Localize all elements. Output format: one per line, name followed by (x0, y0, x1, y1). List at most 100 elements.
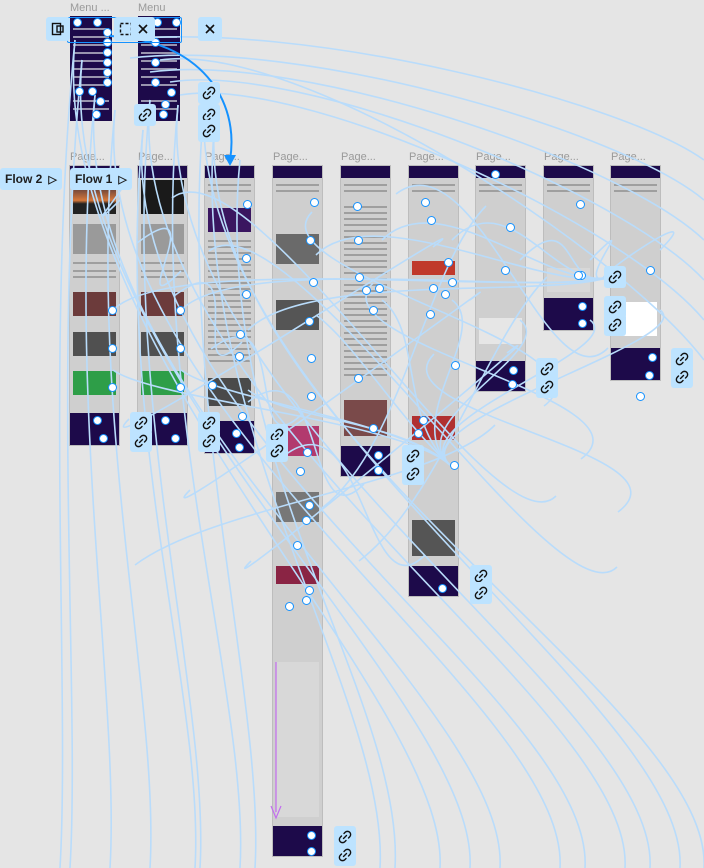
connection-handle[interactable] (375, 284, 384, 293)
link-icon[interactable] (198, 430, 220, 452)
connection-handle[interactable] (355, 273, 364, 282)
connection-handle[interactable] (578, 319, 587, 328)
connection-handle[interactable] (235, 443, 244, 452)
overlay-icon[interactable] (46, 17, 70, 41)
connection-handle[interactable] (238, 412, 247, 421)
connection-handle[interactable] (636, 392, 645, 401)
frame-page-7[interactable] (475, 165, 526, 392)
connection-handle[interactable] (491, 170, 500, 179)
connection-handle[interactable] (444, 258, 453, 267)
connection-handle[interactable] (426, 310, 435, 319)
connection-handle[interactable] (161, 100, 170, 109)
connection-handle[interactable] (236, 330, 245, 339)
connection-handle[interactable] (159, 110, 168, 119)
connection-handle[interactable] (307, 392, 316, 401)
connection-handle[interactable] (293, 541, 302, 550)
connection-handle[interactable] (578, 302, 587, 311)
link-icon[interactable] (402, 445, 424, 467)
connection-handle[interactable] (103, 68, 112, 77)
connection-handle[interactable] (441, 290, 450, 299)
link-icon[interactable] (130, 430, 152, 452)
frame-label-page-5[interactable]: Page... (341, 151, 376, 163)
connection-handle[interactable] (353, 202, 362, 211)
connection-handle[interactable] (310, 198, 319, 207)
frame-label-menu-1[interactable]: Menu ... (70, 2, 110, 14)
connection-handle[interactable] (374, 466, 383, 475)
frame-page-6[interactable] (408, 165, 459, 597)
connection-handle[interactable] (305, 317, 314, 326)
connection-handle[interactable] (93, 416, 102, 425)
connection-handle[interactable] (414, 429, 423, 438)
link-icon[interactable] (198, 412, 220, 434)
connection-handle[interactable] (303, 448, 312, 457)
connection-handle[interactable] (574, 271, 583, 280)
connection-handle[interactable] (235, 352, 244, 361)
connection-handle[interactable] (427, 216, 436, 225)
link-icon[interactable] (604, 314, 626, 336)
link-icon[interactable] (266, 440, 288, 462)
connection-handle[interactable] (354, 236, 363, 245)
connection-handle[interactable] (96, 97, 105, 106)
connection-handle[interactable] (103, 58, 112, 67)
connection-handle[interactable] (99, 434, 108, 443)
link-icon[interactable] (470, 565, 492, 587)
connection-handle[interactable] (305, 586, 314, 595)
connection-handle[interactable] (369, 306, 378, 315)
connection-handle[interactable] (176, 344, 185, 353)
connection-handle[interactable] (576, 200, 585, 209)
frame-label-page-2[interactable]: Page... (138, 151, 173, 163)
connection-handle[interactable] (302, 596, 311, 605)
frame-page-8[interactable] (543, 165, 594, 331)
connection-handle[interactable] (103, 28, 112, 37)
link-icon[interactable] (536, 358, 558, 380)
link-icon[interactable] (198, 82, 220, 104)
connection-handle[interactable] (167, 88, 176, 97)
connection-handle[interactable] (75, 87, 84, 96)
connection-handle[interactable] (296, 467, 305, 476)
frame-label-page-7[interactable]: Page... (476, 151, 511, 163)
frame-page-5[interactable] (340, 165, 391, 477)
link-icon[interactable] (604, 266, 626, 288)
play-icon[interactable]: ▷ (48, 173, 57, 186)
frame-page-4[interactable] (272, 165, 323, 857)
close-overlay-icon[interactable] (198, 17, 222, 41)
connection-handle[interactable] (88, 87, 97, 96)
link-icon[interactable] (536, 376, 558, 398)
connection-handle[interactable] (508, 380, 517, 389)
flow-start-2[interactable]: Flow 2 ▷ (0, 168, 62, 190)
connection-handle[interactable] (306, 236, 315, 245)
connection-handle[interactable] (92, 110, 101, 119)
connection-handle[interactable] (242, 254, 251, 263)
connection-handle[interactable] (302, 516, 311, 525)
connection-handle[interactable] (362, 286, 371, 295)
connection-handle[interactable] (108, 383, 117, 392)
link-icon[interactable] (470, 582, 492, 604)
link-icon[interactable] (198, 120, 220, 142)
connection-handle[interactable] (232, 429, 241, 438)
connection-handle[interactable] (151, 58, 160, 67)
connection-handle[interactable] (451, 361, 460, 370)
connection-handle[interactable] (448, 278, 457, 287)
frame-label-page-4[interactable]: Page... (273, 151, 308, 163)
connection-handle[interactable] (509, 366, 518, 375)
link-icon[interactable] (402, 463, 424, 485)
connection-handle[interactable] (309, 278, 318, 287)
close-icon[interactable] (131, 17, 155, 41)
link-icon[interactable] (134, 104, 156, 126)
connection-handle[interactable] (151, 78, 160, 87)
connection-handle[interactable] (172, 18, 181, 27)
link-icon[interactable] (334, 844, 356, 866)
connection-handle[interactable] (208, 381, 217, 390)
connection-handle[interactable] (421, 198, 430, 207)
frame-label-menu-2[interactable]: Menu (138, 2, 166, 14)
connection-handle[interactable] (171, 434, 180, 443)
connection-handle[interactable] (73, 18, 82, 27)
frame-label-page-8[interactable]: Page... (544, 151, 579, 163)
connection-handle[interactable] (450, 461, 459, 470)
connection-handle[interactable] (648, 353, 657, 362)
connection-handle[interactable] (501, 266, 510, 275)
connection-handle[interactable] (438, 584, 447, 593)
connection-handle[interactable] (176, 383, 185, 392)
connection-handle[interactable] (305, 501, 314, 510)
